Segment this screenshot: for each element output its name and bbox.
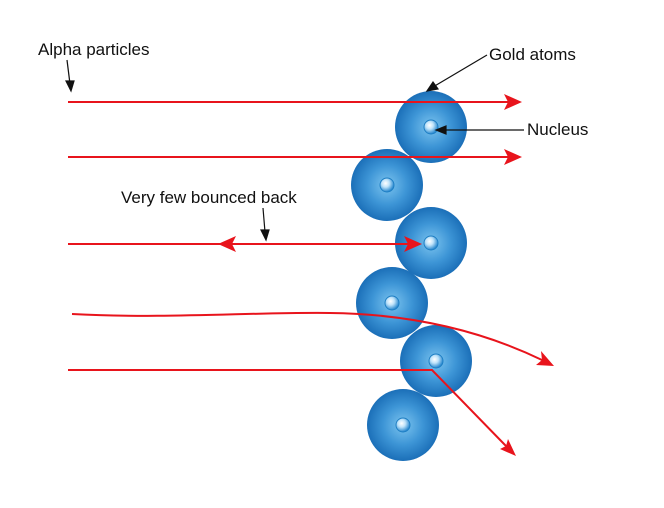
gold-atoms [351,91,472,461]
gold-atom [395,207,467,279]
annotation-pointers [65,54,524,242]
pointer-arrowhead-icon [65,80,75,93]
nucleus-icon [423,119,439,135]
alpha-particles-label: Alpha particles [38,40,150,59]
gold-atoms-label: Gold atoms [489,45,576,64]
gold-atom [367,389,439,461]
nucleus-label-pointer [434,125,524,135]
gold-atom [395,91,467,163]
nucleus-icon [395,417,411,433]
gold-atom [356,267,428,339]
alpha-path-bounce-back [68,236,422,252]
arrowhead-left-icon [218,236,236,252]
nucleus-icon [379,177,395,193]
gold-label-pointer [425,54,488,92]
nucleus-icon [423,235,439,251]
arrowhead-right-icon [404,236,422,252]
pointer-arrowhead-icon [434,125,447,135]
alpha-paths [68,94,554,456]
bounced-back-label: Very few bounced back [121,188,297,207]
gold-atom [400,325,472,397]
nucleus-icon [428,353,444,369]
alpha-path-slight-deflection [71,311,554,366]
nucleus-icon [384,295,400,311]
arrowhead-icon [504,94,522,110]
alpha-path-pass-through-second [68,149,522,165]
alpha-path-large-deflection [68,369,516,456]
pointer-arrowhead-icon [260,229,270,242]
alpha-label-pointer [65,59,75,93]
arrowhead-icon [504,149,522,165]
bounce-label-pointer [260,207,270,242]
arrowhead-icon [500,439,516,456]
nucleus-label: Nucleus [527,120,589,139]
alpha-path-pass-through-top [68,94,522,110]
pointer-arrowhead-icon [425,80,440,92]
gold-atom [351,149,423,221]
arrowhead-icon [536,351,554,366]
